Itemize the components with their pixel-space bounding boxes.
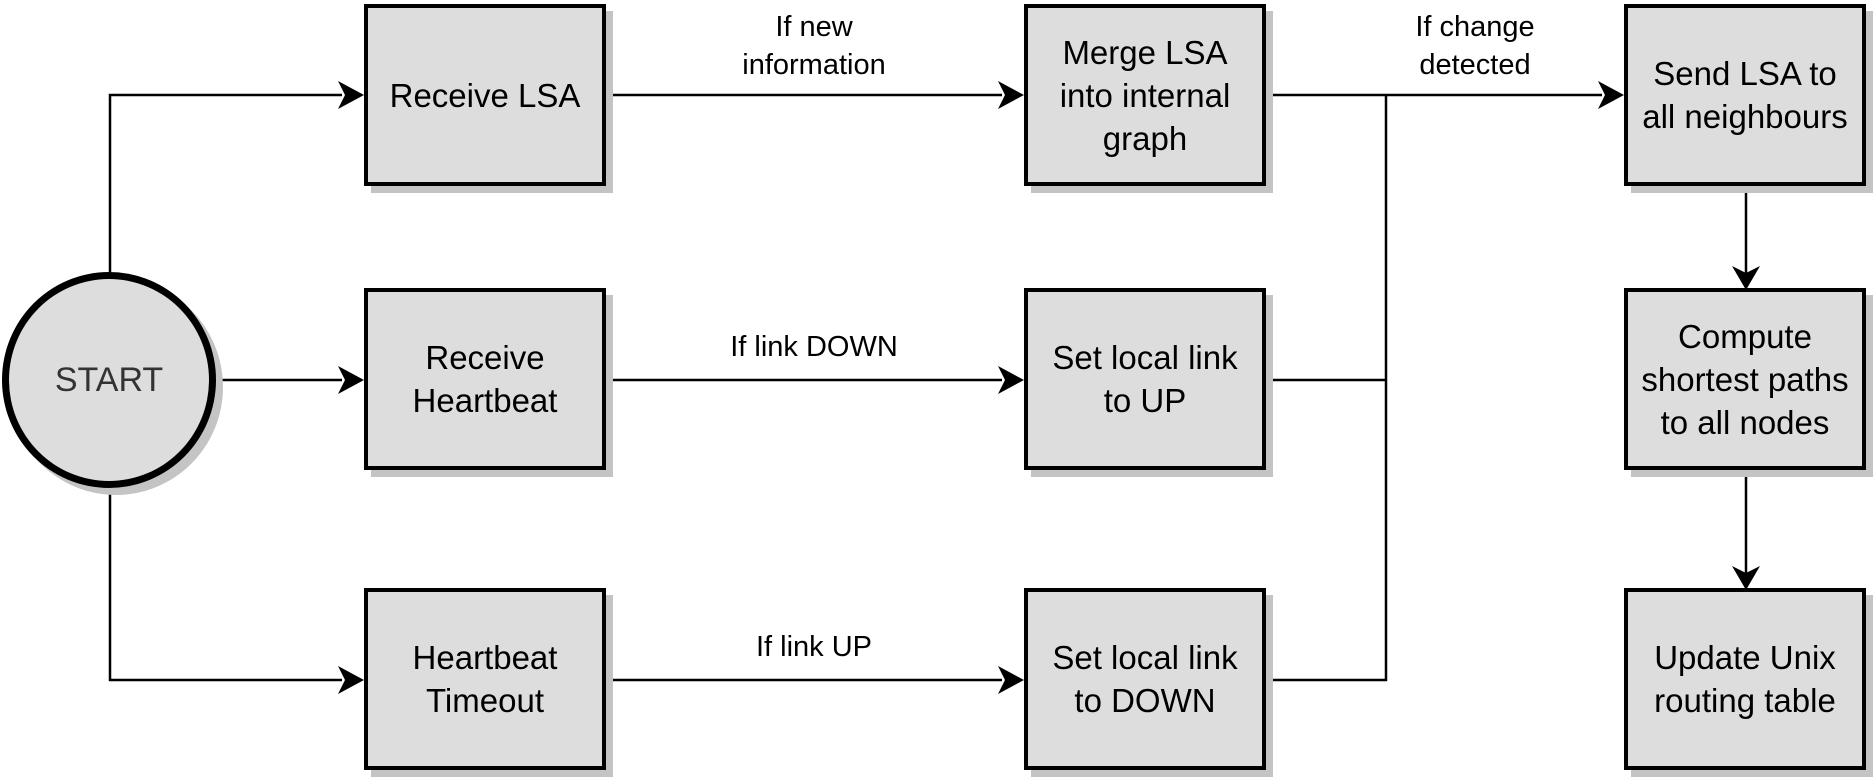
receive-heartbeat-label: Receive Heartbeat [412,339,558,419]
arrowhead-compute-paths [1732,266,1760,290]
heartbeat-timeout-label: Heartbeat Timeout [412,639,558,719]
set-link-down-node: Set local link to DOWN [1024,588,1266,770]
edge-label-if-link-down: If link DOWN [730,331,898,363]
edge-start-to-heartbeat-timeout [108,488,342,682]
arrowhead-receive-heartbeat [338,366,364,394]
arrowhead-merge-lsa [998,81,1024,109]
set-link-up-node: Set local link to UP [1024,288,1266,470]
arrowhead-receive-lsa [338,81,364,109]
arrowhead-heartbeat-timeout [338,666,364,694]
set-link-up-label: Set local link to UP [1052,339,1238,419]
send-lsa-node: Send LSA to all neighbours [1624,4,1866,186]
compute-paths-node: Compute shortest paths to all nodes [1624,288,1866,470]
start-node: START [2,272,216,488]
start-label: START [54,360,164,399]
heartbeat-timeout-node: Heartbeat Timeout [364,588,606,770]
send-lsa-label: Send LSA to all neighbours [1642,55,1848,135]
set-link-down-label: Set local link to DOWN [1052,639,1238,719]
update-table-node: Update Unix routing table [1624,588,1866,770]
edge-label-if-new-information: If new information [742,11,886,81]
arrowhead-update-table [1732,566,1760,590]
edge-start-to-receive-lsa [108,93,342,272]
arrowhead-set-link-up [998,366,1024,394]
merge-lsa-label: Merge LSA into internal graph [1059,33,1231,157]
update-table-label: Update Unix routing table [1654,639,1836,719]
receive-lsa-label: Receive LSA [389,76,581,114]
receive-lsa-node: Receive LSA [364,4,606,186]
edge-label-if-change-detected: If change detected [1415,11,1535,81]
edge-label-if-link-up: If link UP [755,631,873,663]
edge-set-link-down-to-bus [1266,95,1388,682]
arrowhead-set-link-down [998,666,1024,694]
compute-paths-label: Compute shortest paths to all nodes [1641,317,1849,441]
arrowhead-send-lsa [1598,81,1624,109]
receive-heartbeat-node: Receive Heartbeat [364,288,606,470]
merge-lsa-node: Merge LSA into internal graph [1024,4,1266,186]
